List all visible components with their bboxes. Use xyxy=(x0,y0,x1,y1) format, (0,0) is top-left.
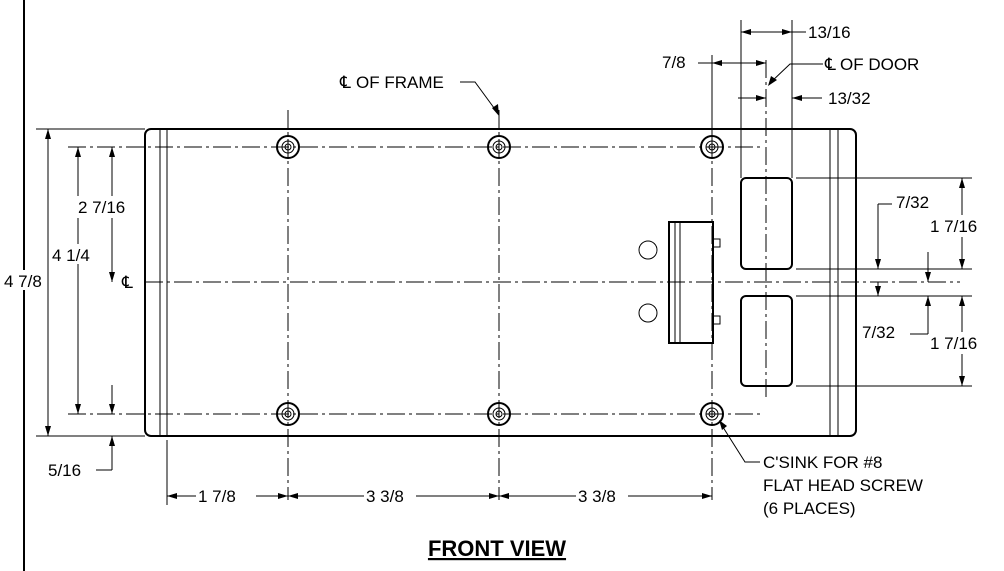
door-window-bottom xyxy=(740,295,793,387)
latch-block xyxy=(668,221,721,344)
note-csink-line2: FLAT HEAD SCREW xyxy=(763,476,923,495)
label-horizontal-cl: ℄ xyxy=(121,273,133,292)
small-round-hole xyxy=(638,240,658,260)
dim-window-gap-top: 7/32 xyxy=(896,193,929,212)
note-csink-line1: C'SINK FOR #8 xyxy=(763,453,882,472)
dim-left-edge-to-hole: 1 7/8 xyxy=(198,487,236,506)
dim-hole-spacing-2: 3 3/8 xyxy=(578,487,616,506)
small-round-hole xyxy=(638,303,658,323)
dim-window-gap-bottom: 7/32 xyxy=(862,323,895,342)
dim-door-width: 13/16 xyxy=(808,23,851,42)
label-cl-of-frame: OF FRAME xyxy=(356,73,444,92)
csink-hole xyxy=(487,135,511,159)
dim-door-offset: 7/8 xyxy=(662,53,686,72)
csink-hole xyxy=(276,135,300,159)
csink-hole xyxy=(276,402,300,426)
label-cl-of-door: OF DOOR xyxy=(840,55,919,74)
dim-hole-spacing-1: 3 3/8 xyxy=(366,487,404,506)
csink-hole xyxy=(487,402,511,426)
dim-bottom-edge-to-hole: 5/16 xyxy=(48,461,81,480)
dim-top-hole-to-cl: 2 7/16 xyxy=(78,198,125,217)
label-cl-frame-symbol: ℄ xyxy=(339,73,351,92)
csink-hole xyxy=(700,402,724,426)
dim-window-height-top: 1 7/16 xyxy=(930,217,977,236)
door-window-top xyxy=(740,177,793,270)
dim-window-height-bottom: 1 7/16 xyxy=(930,334,977,353)
dim-door-half: 13/32 xyxy=(828,89,871,108)
dim-overall-height: 4 7/8 xyxy=(4,272,42,291)
label-cl-door-symbol: ℄ xyxy=(824,55,836,74)
view-title: FRONT VIEW xyxy=(428,536,566,561)
note-csink-line3: (6 PLACES) xyxy=(763,499,856,518)
dim-hole-spacing-vertical: 4 1/4 xyxy=(52,246,90,265)
